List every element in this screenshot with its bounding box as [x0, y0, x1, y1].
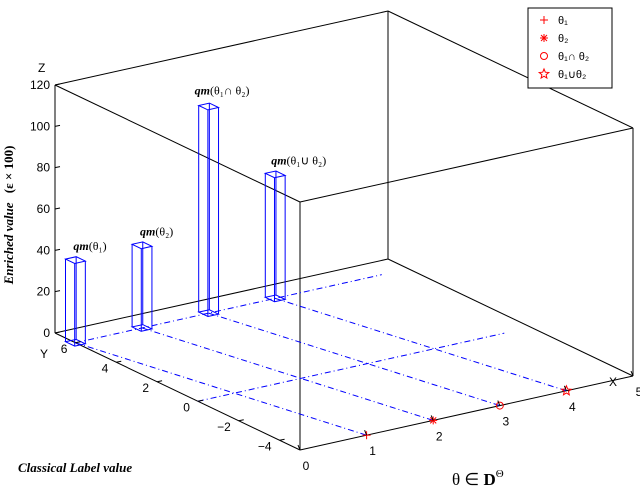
z-tick-label: 40 — [37, 243, 51, 257]
legend-label: θ₁ — [558, 15, 568, 27]
classical-label: Classical Label value — [18, 460, 132, 475]
x-tick-label: 3 — [502, 415, 509, 429]
x-tick-label: 2 — [436, 429, 443, 443]
legend-label: θ₂ — [558, 33, 568, 45]
bar-label-group: qm(θ₁) qm(θ₂) qm(θ₁∩ θ₂) qm(θ₁∪ θ₂) — [73, 83, 326, 253]
floor-edge-front — [299, 375, 634, 451]
bar-group — [63, 102, 287, 347]
legend-label: θ₁∩ θ₂ — [558, 51, 589, 63]
bar-1 — [130, 241, 154, 332]
y-tick-label: 4 — [102, 361, 109, 375]
y-axis-letter: Y — [40, 347, 48, 361]
legend-marker-circle — [540, 52, 548, 60]
bar-label-1: qm(θ₂) — [140, 224, 173, 238]
x-axis-label: θ ∈ DΘ — [452, 468, 504, 489]
x-tick-label: 0 — [303, 459, 310, 473]
legend-marker-asterisk — [540, 34, 548, 42]
z-tick-label: 100 — [30, 119, 50, 133]
bar-label-2: qm(θ₁∩ θ₂) — [195, 83, 250, 97]
guide-lines — [75, 274, 567, 436]
guide-row-y0 — [197, 332, 505, 402]
marker-circle — [495, 401, 504, 410]
z-tick-label: 0 — [43, 326, 50, 340]
z-tick-label: 120 — [30, 78, 50, 92]
x-tick-label: 4 — [569, 400, 576, 414]
y-tick-label: 0 — [183, 400, 190, 414]
y-tick-label: 2 — [142, 381, 149, 395]
z-axis-label-suffix: (ε × 100) — [1, 146, 16, 194]
legend-label: θ₁∪θ₂ — [558, 69, 586, 81]
x-axis-letter: X — [609, 375, 617, 389]
y-tick-label: 6 — [61, 342, 68, 356]
legend-marker-plus — [540, 16, 548, 24]
bar-label-0: qm(θ₁) — [73, 239, 106, 253]
z-axis-label-main: Enriched value — [1, 202, 16, 285]
guide-col-2 — [208, 312, 500, 407]
bar-2 — [197, 102, 221, 318]
floor-edge-right — [387, 258, 634, 377]
marker-star — [560, 384, 573, 396]
bar-0 — [63, 256, 87, 347]
x-tick-label: 1 — [369, 444, 376, 458]
guide-row-y6 — [75, 274, 382, 344]
z-axis-label: Enriched value (ε × 100) — [1, 146, 16, 286]
floor-edge-back — [54, 258, 389, 334]
top-edge-right — [387, 10, 634, 129]
guide-col-0 — [75, 342, 367, 436]
y-tick-label: −4 — [258, 439, 272, 453]
top-edge-back — [54, 10, 389, 86]
guide-col-1 — [141, 327, 434, 421]
guide-col-3 — [275, 297, 567, 392]
legend-marker-star — [537, 67, 551, 80]
x-tick-label: 5 — [636, 385, 640, 399]
top-edge-front — [299, 127, 634, 203]
bar-label-3: qm(θ₁∪ θ₂) — [271, 153, 326, 167]
z-tick-label: 20 — [37, 285, 51, 299]
bar-3 — [263, 170, 287, 303]
legend: θ₁ θ₂ θ₁∩ θ₂ θ₁∪θ₂ — [527, 7, 613, 89]
z-tick-label: 60 — [37, 202, 51, 216]
floor-edge-left — [54, 332, 301, 451]
top-edge-left — [54, 84, 301, 203]
y-tick-label: −2 — [217, 420, 231, 434]
z-axis-letter: Z — [38, 61, 45, 75]
z-tick-label: 80 — [37, 161, 51, 175]
